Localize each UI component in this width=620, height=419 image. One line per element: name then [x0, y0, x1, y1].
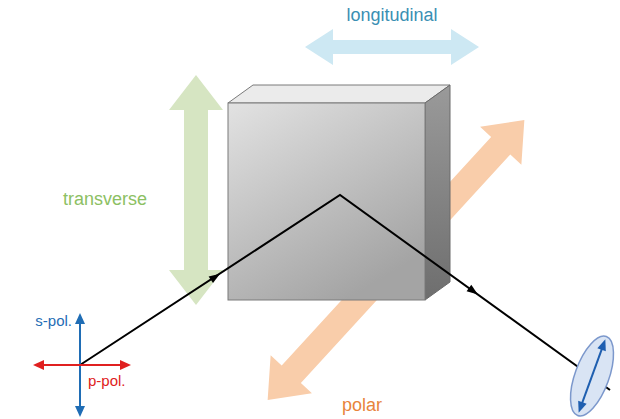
- polarization-label: p-pol.: [88, 373, 126, 390]
- polarization-label: s-pol.: [35, 313, 72, 330]
- cube-side-face: [425, 85, 450, 300]
- longitudinal-axis-arrow: [305, 29, 479, 65]
- cube-top-face: [228, 85, 450, 103]
- elliptical-polarization: [562, 331, 620, 419]
- axis-label: longitudinal: [346, 6, 437, 26]
- transverse-axis-arrow: [169, 75, 223, 305]
- axis-label: transverse: [63, 190, 147, 210]
- beam-arrowhead: [467, 285, 481, 298]
- cube-front-face: [228, 103, 425, 300]
- beam-arrowhead: [209, 270, 223, 283]
- light-beam: [80, 195, 610, 390]
- axis-label: polar: [342, 396, 382, 416]
- p-polarization-arrow: [33, 360, 131, 370]
